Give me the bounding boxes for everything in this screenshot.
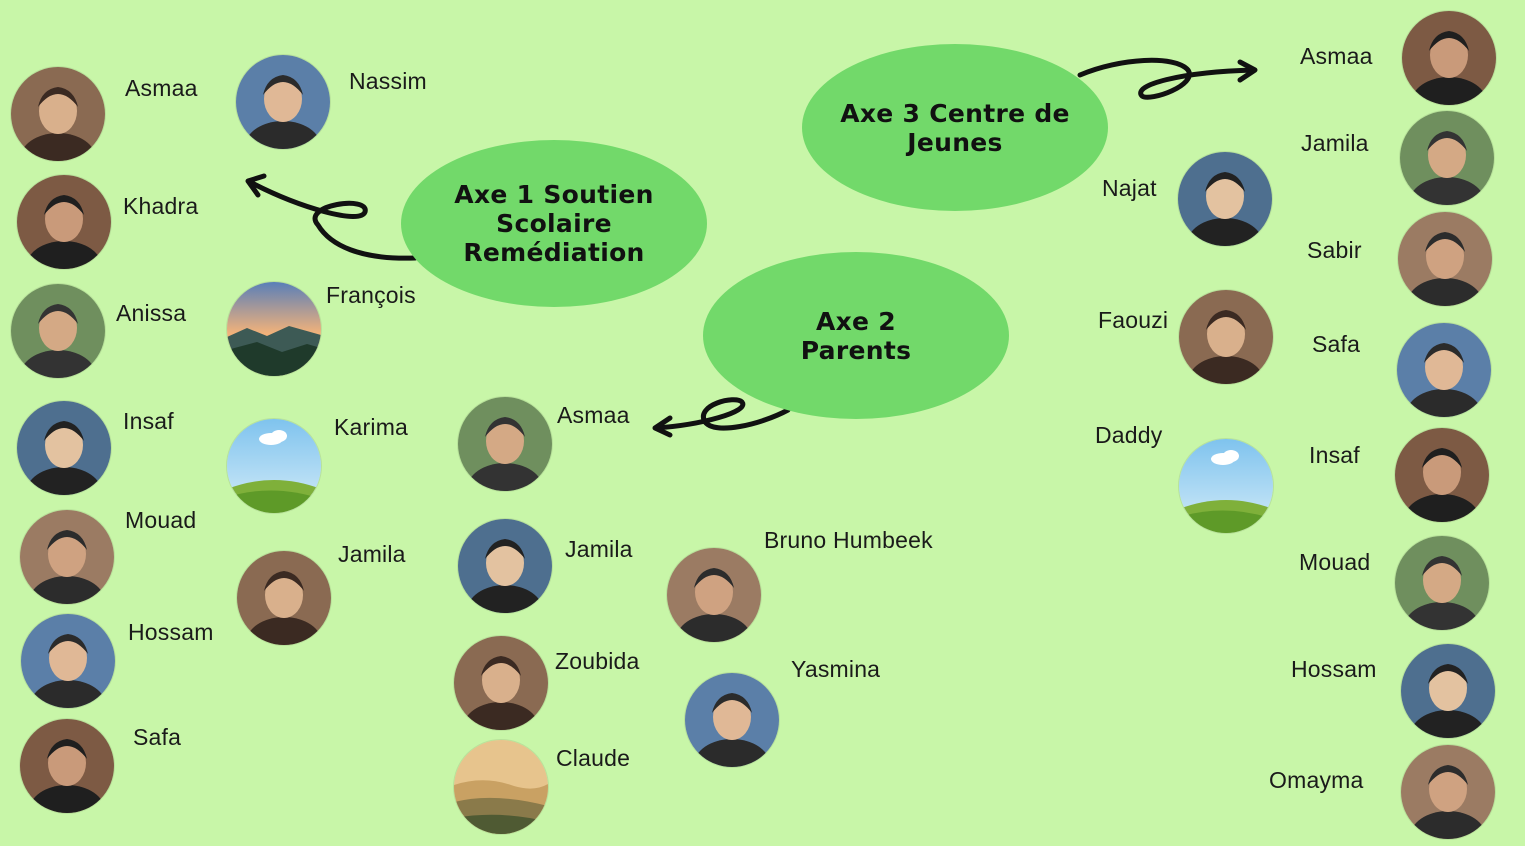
axis-3-bubble[interactable]: Axe 3 Centre de Jeunes [802, 44, 1108, 211]
avatar-daddy [1179, 439, 1273, 533]
avatar-omayma [1401, 745, 1495, 839]
name-asmaa: Asmaa [1300, 43, 1373, 69]
avatar-yasmina [685, 673, 779, 767]
avatar-asmaa [458, 397, 552, 491]
avatar-jamila [458, 519, 552, 613]
name-najat: Najat [1102, 175, 1157, 201]
name-khadra: Khadra [123, 193, 199, 219]
name-safa: Safa [1312, 331, 1361, 357]
axis-2-label: Axe 2 Parents [800, 306, 912, 365]
name-safa: Safa [133, 724, 182, 750]
avatar-asmaa [1402, 11, 1496, 105]
name-insaf: Insaf [123, 408, 174, 434]
avatar-insaf [1395, 428, 1489, 522]
name-hossam: Hossam [128, 619, 214, 645]
arrow-axe1 [247, 179, 418, 261]
name-faouzi: Faouzi [1098, 307, 1169, 333]
name-jamila: Jamila [1301, 130, 1369, 156]
avatar-asmaa [11, 67, 105, 161]
name-daddy: Daddy [1095, 422, 1163, 448]
arrow-axe2 [653, 397, 791, 431]
name-jamila: Jamila [565, 536, 633, 562]
avatar-hossam [1401, 644, 1495, 738]
avatar-faouzi [1179, 290, 1273, 384]
name-insaf: Insaf [1309, 442, 1360, 468]
avatar-zoubida [454, 636, 548, 730]
name-claude: Claude [556, 745, 631, 771]
avatar-nassim [236, 55, 330, 149]
name-francois: François [326, 282, 416, 308]
avatar-safa [20, 719, 114, 813]
name-karima: Karima [334, 414, 409, 440]
name-yasmina: Yasmina [791, 656, 881, 682]
name-asmaa: Asmaa [557, 402, 630, 428]
avatar-sabir [1398, 212, 1492, 306]
name-asmaa: Asmaa [125, 75, 198, 101]
arrow-axe3-head [1237, 59, 1258, 83]
axis-1-label: Axe 1 Soutien Scolaire Remédiation [454, 180, 654, 267]
avatar-anissa [11, 284, 105, 378]
name-mouad: Mouad [1299, 549, 1371, 575]
avatar-mouad [1395, 536, 1489, 630]
arrow-axe1-head [245, 173, 267, 198]
axis-2-bubble[interactable]: Axe 2 Parents [703, 252, 1009, 419]
axis-3-label: Axe 3 Centre de Jeunes [840, 98, 1070, 157]
axis-1-bubble[interactable]: Axe 1 Soutien Scolaire Remédiation [401, 140, 707, 307]
avatar-safa [1397, 323, 1491, 417]
name-nassim: Nassim [349, 68, 427, 94]
name-jamila: Jamila [338, 541, 406, 567]
avatar-claude [454, 740, 548, 834]
avatar-bruno-humbeek [667, 548, 761, 642]
name-mouad: Mouad [125, 507, 197, 533]
name-hossam: Hossam [1291, 656, 1377, 682]
avatar-khadra [17, 175, 111, 269]
avatar-mouad [20, 510, 114, 604]
avatar-francois [227, 282, 321, 376]
avatar-najat [1178, 152, 1272, 246]
arrow-axe2-head [652, 415, 673, 438]
avatar-karima [227, 419, 321, 513]
name-omayma: Omayma [1269, 767, 1364, 793]
avatar-jamila [1400, 111, 1494, 205]
name-anissa: Anissa [116, 300, 187, 326]
avatar-insaf [17, 401, 111, 495]
arrow-axe3 [1077, 57, 1257, 100]
name-bruno-humbeek: Bruno Humbeek [764, 527, 933, 553]
avatar-jamila [237, 551, 331, 645]
name-zoubida: Zoubida [555, 648, 640, 674]
name-sabir: Sabir [1307, 237, 1362, 263]
avatar-hossam [21, 614, 115, 708]
